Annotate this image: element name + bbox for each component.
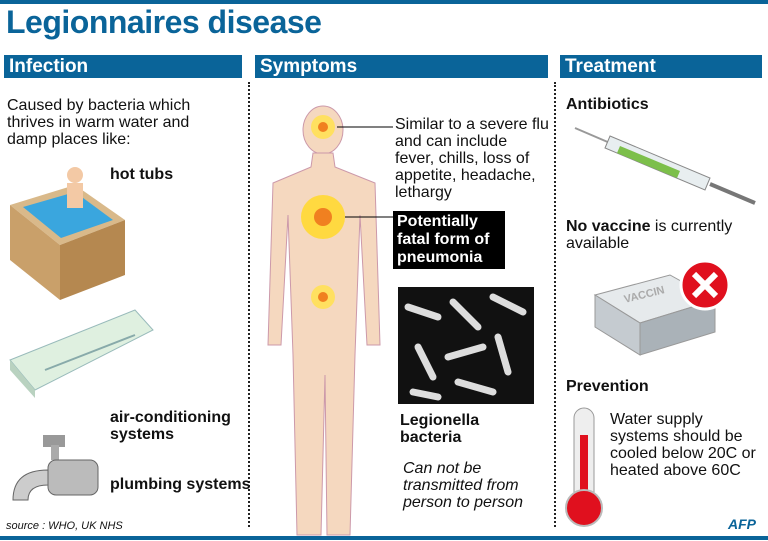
section-header-symptoms: Symptoms [255, 55, 548, 78]
hot-tub-illustration [10, 167, 125, 300]
afp-logo: AFP [728, 516, 756, 532]
column-divider [248, 82, 250, 527]
vaccine-bold: No vaccine [566, 218, 651, 235]
syringe-illustration [574, 127, 756, 205]
antibiotics-label: Antibiotics [566, 96, 649, 113]
transmission-note: Can not be transmitted from person to pe… [403, 460, 524, 511]
infection-intro: Caused by bacteria which thrives in warm… [7, 97, 191, 148]
bottom-rule [0, 536, 768, 540]
human-body-illustration [267, 105, 395, 536]
bacteria-micrograph [398, 287, 534, 404]
page-title: Legionnaires disease [6, 4, 322, 40]
pneumonia-label: Potentially fatal form of pneumonia [393, 211, 505, 269]
item-plumbing: plumbing systems [110, 476, 251, 493]
item-hot-tubs: hot tubs [110, 166, 174, 183]
top-rule [0, 0, 768, 4]
column-divider [554, 82, 556, 527]
item-air-conditioning: air-conditioning systems [110, 409, 231, 443]
section-header-infection: Infection [4, 55, 242, 78]
vaccine-text: No vaccine is currently available [566, 218, 756, 252]
source-note: source : WHO, UK NHS [6, 520, 123, 532]
prevention-text: Water supply systems should be cooled be… [610, 411, 756, 479]
prevention-label: Prevention [566, 378, 649, 395]
bacteria-label: Legionella bacteria [400, 412, 480, 446]
tap-illustration [12, 435, 99, 501]
vaccine-rest: is currently available [566, 218, 733, 252]
vaccine-box-illustration: VACCIN [593, 259, 730, 356]
thermometer-icon [565, 407, 603, 527]
section-header-treatment: Treatment [560, 55, 762, 78]
flu-symptoms-text: Similar to a severe flu and can include … [395, 116, 549, 201]
air-conditioner-illustration [9, 309, 154, 398]
